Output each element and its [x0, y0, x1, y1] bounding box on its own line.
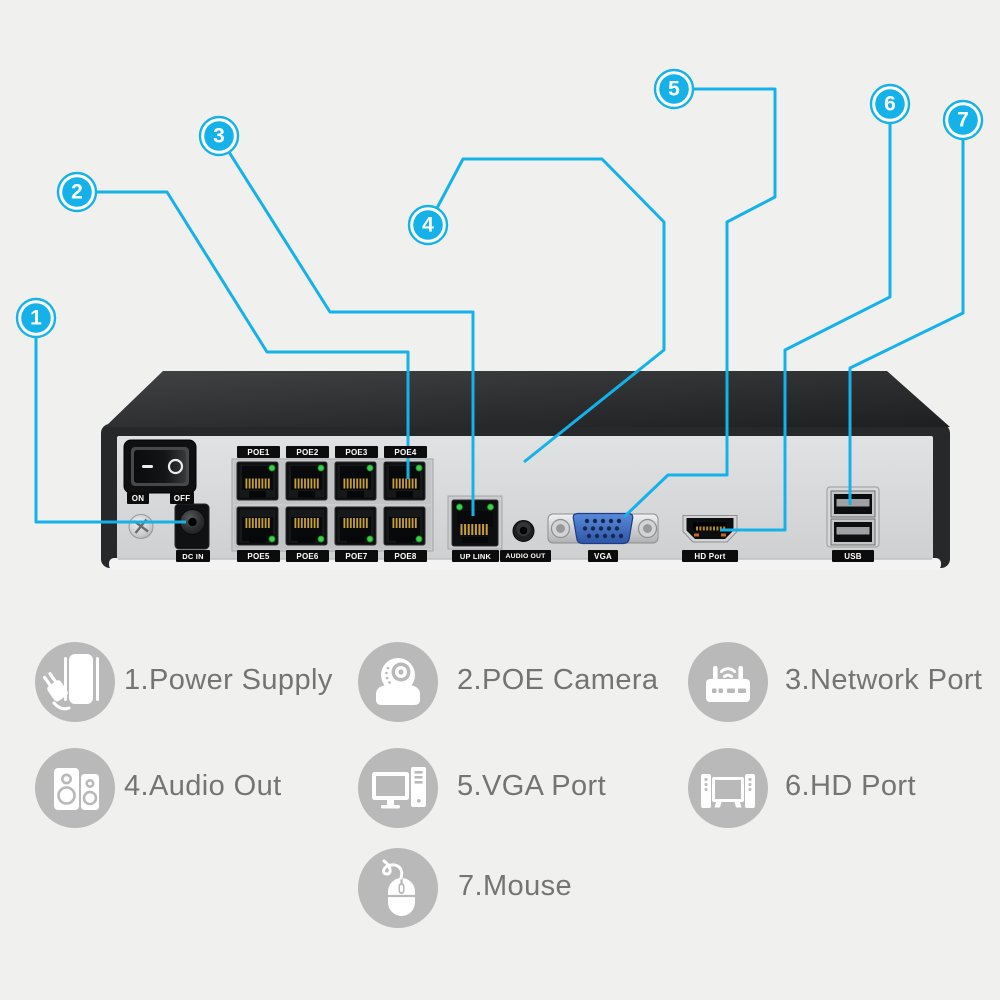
legend-label-5: 5.VGA Port [457, 770, 607, 803]
callout-line-5 [622, 87, 777, 519]
power-supply-icon [35, 642, 115, 722]
switch-on-mark [142, 465, 153, 468]
poe5-port [236, 506, 279, 546]
speakers-icon [35, 748, 115, 828]
dc-in-jack [174, 503, 210, 550]
callout-number-4: 4 [422, 213, 434, 237]
callout-number-1: 1 [30, 306, 42, 330]
screw [128, 514, 154, 539]
switch-off-mark [167, 458, 184, 475]
poe4-label: POE4 [384, 446, 427, 458]
callout-number-5: 5 [668, 77, 680, 101]
poe1-port [236, 461, 279, 501]
hd-port-label: HD Port [682, 550, 738, 562]
callout-number-2: 2 [71, 180, 83, 204]
tv-home-theater-icon [688, 748, 768, 828]
poe4-port [383, 461, 426, 501]
callout-circle-5 [653, 68, 695, 110]
callout-line-1 [34, 337, 186, 524]
callout-number-7: 7 [957, 108, 969, 132]
callout-line-3 [227, 151, 475, 516]
legend-label-7: 7.Mouse [458, 870, 573, 903]
uplink-port [447, 495, 503, 550]
callout-circle-6 [869, 83, 911, 125]
vga-connector [547, 512, 659, 545]
on-label: ON [127, 492, 149, 504]
legend-label-4: 4.Audio Out [124, 770, 282, 803]
nvr-device [101, 371, 950, 570]
poe2-port [285, 461, 328, 501]
callout-number-3: 3 [213, 124, 225, 148]
callout-circles [15, 68, 984, 339]
vga-label: VGA [588, 550, 618, 562]
off-label: OFF [170, 492, 194, 504]
dome-camera-icon [358, 642, 438, 722]
poe6-port [285, 506, 328, 546]
callout-number-6: 6 [884, 92, 896, 116]
hdmi-port [682, 515, 738, 543]
poe6-label: POE6 [286, 550, 329, 562]
poe8-label: POE8 [384, 550, 427, 562]
poe1-label: POE1 [237, 446, 280, 458]
device-top-face [105, 371, 950, 427]
audio-out-label: AUDIO OUT [500, 550, 551, 562]
poe7-label: POE7 [335, 550, 378, 562]
callout-lines [34, 87, 965, 532]
callout-line-2 [96, 190, 410, 479]
callout-line-6 [720, 123, 892, 532]
dc-in-label: DC IN [176, 550, 210, 562]
poe-port-block [231, 458, 434, 552]
poe3-label: POE3 [335, 446, 378, 458]
poe8-port [383, 506, 426, 546]
desktop-computer-icon [358, 748, 438, 828]
legend-label-6: 6.HD Port [785, 770, 916, 803]
poe3-port [334, 461, 377, 501]
callout-line-7 [848, 139, 965, 505]
callout-circle-3 [198, 115, 240, 157]
callout-circle-1 [15, 297, 57, 339]
poe5-label: POE5 [237, 550, 280, 562]
legend-label-3: 3.Network Port [785, 664, 983, 697]
uplink-label: UP LINK [452, 550, 499, 562]
callout-line-4 [435, 157, 666, 464]
callout-circle-7 [942, 99, 984, 141]
callout-circle-2 [56, 171, 98, 213]
poe2-label: POE2 [286, 446, 329, 458]
callout-circle-4 [407, 204, 449, 246]
mouse-icon [358, 848, 438, 928]
audio-out-jack [512, 520, 535, 542]
power-switch [123, 439, 197, 494]
usb-label: USB [832, 550, 874, 562]
vga-pin-holes [582, 518, 624, 539]
poe7-port [334, 506, 377, 546]
legend-label-1: 1.Power Supply [124, 664, 333, 697]
legend-label-2: 2.POE Camera [457, 664, 659, 697]
router-icon [688, 642, 768, 722]
usb-ports [826, 486, 880, 548]
